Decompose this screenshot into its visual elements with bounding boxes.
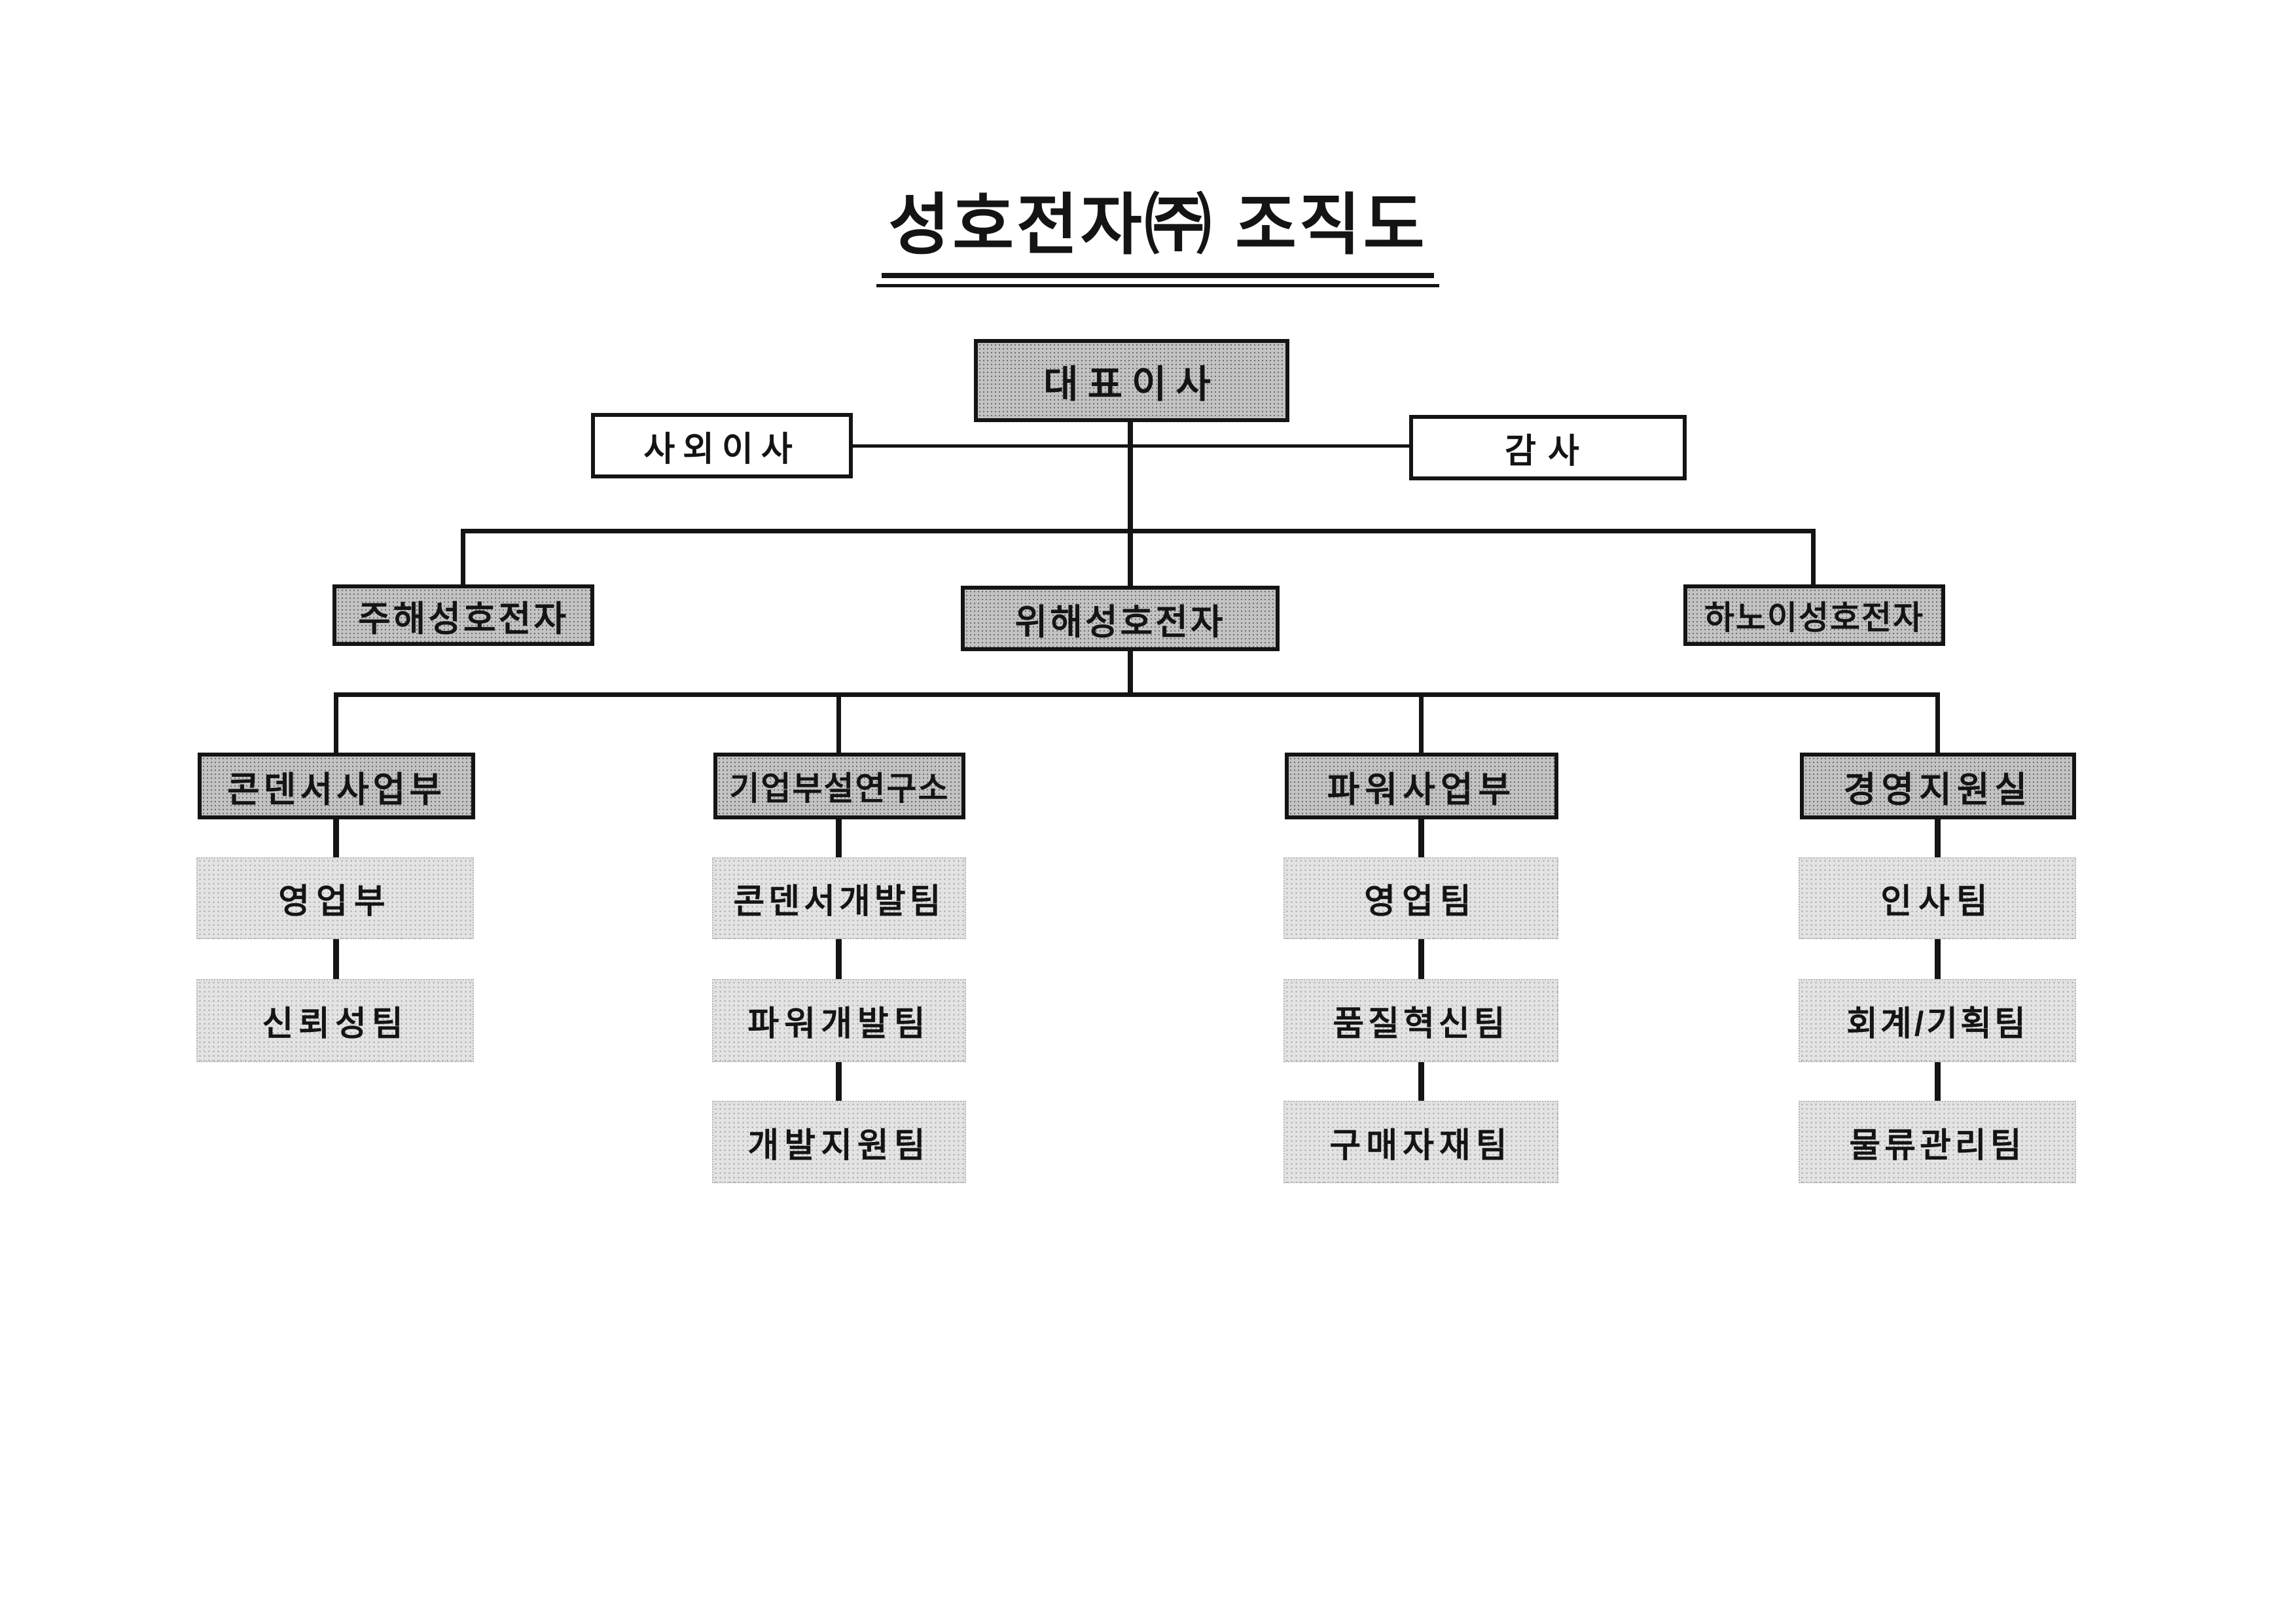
connector-advisors (851, 444, 1410, 448)
connector-drop-col4 (1935, 692, 1940, 755)
connector-weihai-trunk (1128, 650, 1133, 697)
box-team-sales-dept: 영업부 (196, 857, 474, 939)
connector-drop-col3 (1419, 692, 1424, 755)
connector-drop-zhuhai (461, 529, 465, 588)
box-division-management-support: 경영지원실 (1800, 753, 2076, 819)
box-team-power-dev: 파워개발팀 (712, 979, 966, 1062)
connector-col4-b (1935, 939, 1941, 979)
box-division-research-institute: 기업부설연구소 (713, 753, 965, 819)
box-team-accounting-planning: 회계/기획팀 (1799, 979, 2076, 1062)
box-subsidiary-zhuhai: 주해성호전자 (332, 584, 594, 646)
connector-divisions-branch (334, 692, 1940, 697)
box-team-quality-innovation: 품질혁신팀 (1283, 979, 1558, 1062)
box-ceo: 대표이사 (974, 339, 1289, 422)
box-team-hr: 인사팀 (1799, 857, 2076, 939)
connector-col3-c (1418, 1062, 1424, 1101)
connector-col3-b (1418, 939, 1424, 979)
box-team-logistics: 물류관리팀 (1799, 1101, 2076, 1183)
box-subsidiary-hanoi: 하노이성호전자 (1683, 584, 1945, 646)
box-subsidiary-weihai: 위해성호전자 (961, 586, 1280, 651)
connector-drop-col2 (836, 692, 841, 755)
connector-drop-hanoi (1811, 529, 1816, 588)
connector-drop-col1 (334, 692, 338, 755)
connector-col4-c (1935, 1062, 1941, 1101)
box-team-sales-team: 영업팀 (1283, 857, 1558, 939)
connector-subsidiaries-branch (461, 529, 1816, 533)
connector-col1-a (333, 819, 339, 857)
box-auditor: 감사 (1409, 415, 1687, 480)
box-division-condenser: 콘덴서사업부 (198, 753, 475, 819)
connector-col1-b (333, 939, 339, 979)
connector-col3-a (1418, 819, 1424, 857)
connector-col4-a (1935, 819, 1941, 857)
connector-col2-a (836, 819, 842, 857)
page-title: 성호전자㈜ 조직도 (827, 171, 1488, 287)
page-title-text: 성호전자㈜ 조직도 (876, 171, 1439, 287)
box-team-reliability: 신뢰성팀 (196, 979, 474, 1062)
box-team-condenser-dev: 콘덴서개발팀 (712, 857, 966, 939)
box-outside-director: 사외이사 (591, 413, 853, 478)
connector-col2-b (836, 939, 842, 979)
box-team-purchasing-materials: 구매자재팀 (1283, 1101, 1558, 1183)
box-team-dev-support: 개발지원팀 (712, 1101, 966, 1183)
connector-col2-c (836, 1062, 842, 1101)
box-division-power: 파워사업부 (1285, 753, 1558, 819)
connector-ceo-trunk (1128, 421, 1133, 588)
